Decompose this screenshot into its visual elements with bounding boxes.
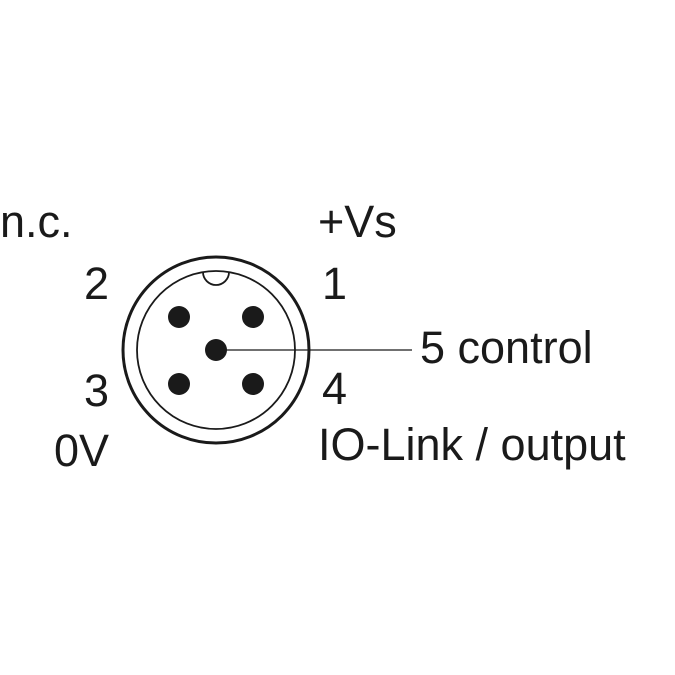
pin-3-number: 3	[84, 365, 109, 416]
pin-5-label: 5 control	[420, 322, 593, 373]
pin-4-number: 4	[322, 363, 347, 414]
pin-1-function-label: +Vs	[318, 196, 397, 247]
pin-1-contact	[242, 306, 264, 328]
pin-1-number: 1	[322, 258, 347, 309]
pin-4-contact	[242, 373, 264, 395]
pin-2-contact	[168, 306, 190, 328]
pin-3-contact	[168, 373, 190, 395]
pin-3-function-label: 0V	[54, 425, 109, 476]
pin-4-function-label: IO-Link / output	[318, 419, 626, 470]
pin-2-function-label: n.c.	[0, 196, 73, 247]
coding-key-notch	[202, 271, 230, 286]
pin-2-number: 2	[84, 258, 109, 309]
